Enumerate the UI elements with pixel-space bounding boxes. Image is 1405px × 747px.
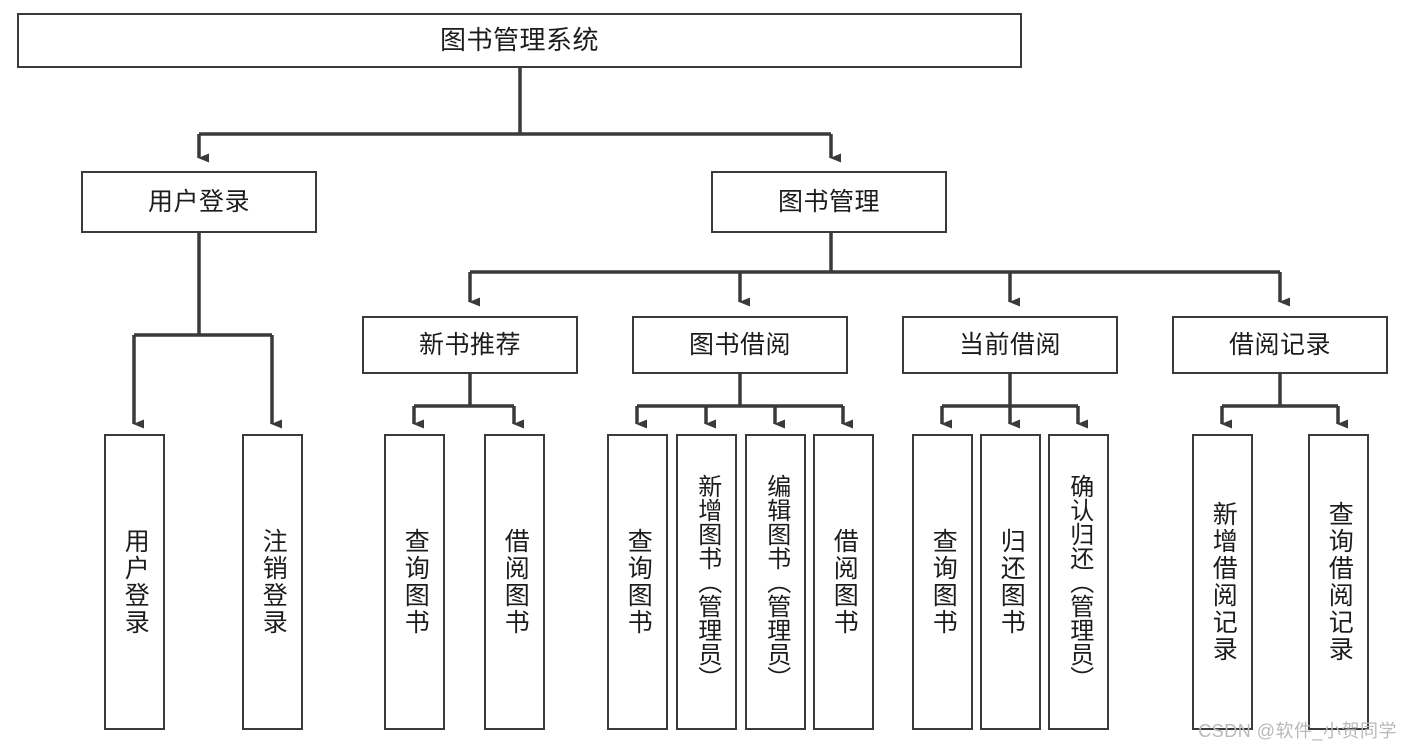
node-leaf-add-book-label: 新增图书（管理员）: [693, 474, 721, 690]
node-user-login-label: 用户登录: [147, 187, 250, 216]
node-root[interactable]: 图书管理系统: [17, 13, 1022, 68]
edge-root-to-level2: [197, 68, 841, 163]
node-leaf-user-logout-label: 注销登录: [259, 528, 288, 636]
node-book-borrow-label: 图书借阅: [688, 330, 791, 359]
edge-borrowrecord-to-leaves: [1220, 374, 1348, 429]
node-leaf-user-login-label: 用户登录: [121, 528, 150, 636]
node-current-borrow[interactable]: 当前借阅: [902, 316, 1118, 374]
node-leaf-add-record[interactable]: 新增借阅记录: [1192, 434, 1253, 730]
csdn-watermark: CSDN @软件_小贺同学: [1198, 721, 1397, 741]
node-leaf-return-book-label: 归还图书: [997, 528, 1026, 636]
node-leaf-query-book-3-label: 查询图书: [929, 528, 958, 636]
node-new-book-recommend-label: 新书推荐: [418, 330, 521, 359]
node-leaf-user-login[interactable]: 用户登录: [104, 434, 165, 730]
node-leaf-query-record-label: 查询借阅记录: [1325, 501, 1354, 663]
node-new-book-recommend[interactable]: 新书推荐: [362, 316, 578, 374]
node-leaf-edit-book[interactable]: 编辑图书（管理员）: [745, 434, 806, 730]
node-leaf-query-book-2[interactable]: 查询图书: [607, 434, 668, 730]
edge-userlogin-to-leaves: [132, 233, 282, 429]
node-leaf-borrow-book-1[interactable]: 借阅图书: [484, 434, 545, 730]
node-leaf-query-book-2-label: 查询图书: [624, 528, 653, 636]
node-leaf-borrow-book-2-label: 借阅图书: [830, 528, 859, 636]
node-leaf-confirm-return[interactable]: 确认归还（管理员）: [1048, 434, 1109, 730]
node-leaf-return-book[interactable]: 归还图书: [980, 434, 1041, 730]
node-borrow-record[interactable]: 借阅记录: [1172, 316, 1388, 374]
node-leaf-query-record[interactable]: 查询借阅记录: [1308, 434, 1369, 730]
edge-bookmgmt-to-level3: [468, 233, 1290, 307]
edge-bookborrow-to-leaves: [635, 374, 853, 429]
node-leaf-add-book[interactable]: 新增图书（管理员）: [676, 434, 737, 730]
node-book-management-label: 图书管理: [777, 187, 880, 216]
node-book-management[interactable]: 图书管理: [711, 171, 947, 233]
node-book-borrow[interactable]: 图书借阅: [632, 316, 848, 374]
node-leaf-query-book-1[interactable]: 查询图书: [384, 434, 445, 730]
node-leaf-add-record-label: 新增借阅记录: [1209, 501, 1238, 663]
node-leaf-query-book-3[interactable]: 查询图书: [912, 434, 973, 730]
node-borrow-record-label: 借阅记录: [1228, 330, 1331, 359]
node-leaf-edit-book-label: 编辑图书（管理员）: [762, 474, 790, 690]
node-current-borrow-label: 当前借阅: [958, 330, 1061, 359]
node-user-login[interactable]: 用户登录: [81, 171, 317, 233]
node-leaf-borrow-book-2[interactable]: 借阅图书: [813, 434, 874, 730]
edge-newbook-to-leaves: [412, 374, 524, 429]
node-leaf-query-book-1-label: 查询图书: [401, 528, 430, 636]
node-leaf-borrow-book-1-label: 借阅图书: [501, 528, 530, 636]
node-leaf-user-logout[interactable]: 注销登录: [242, 434, 303, 730]
node-root-label: 图书管理系统: [439, 24, 599, 55]
node-leaf-confirm-return-label: 确认归还（管理员）: [1065, 474, 1093, 690]
edge-currentborrow-to-leaves: [940, 374, 1088, 429]
